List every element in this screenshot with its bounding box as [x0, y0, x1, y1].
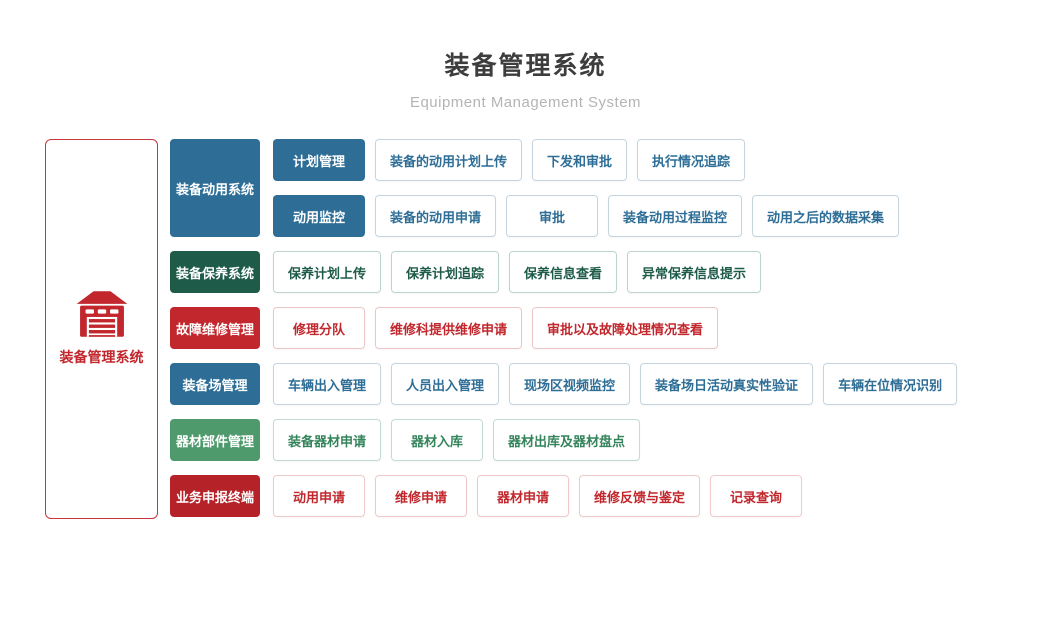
submodule-box: 动用监控 [273, 195, 365, 237]
page-header: 装备管理系统 Equipment Management System [0, 0, 1051, 111]
feature-box: 执行情况追踪 [637, 139, 746, 181]
feature-box: 审批 [506, 195, 599, 237]
feature-box: 器材出库及器材盘点 [493, 419, 641, 461]
garage-icon [76, 291, 127, 337]
module-content: 保养计划上传保养计划追踪保养信息查看异常保养信息提示 [273, 251, 762, 293]
module-content: 装备器材申请器材入库器材出库及器材盘点 [273, 419, 641, 461]
feature-row: 动用申请维修申请器材申请维修反馈与鉴定记录查询 [273, 475, 803, 517]
module-content: 动用申请维修申请器材申请维修反馈与鉴定记录查询 [273, 475, 803, 517]
module-box: 装备场管理 [170, 363, 260, 405]
feature-row: 车辆出入管理人员出入管理现场区视频监控装备场日活动真实性验证车辆在位情况识别 [273, 363, 958, 405]
module-box: 器材部件管理 [170, 419, 260, 461]
feature-box: 异常保养信息提示 [627, 251, 762, 293]
module-row: 装备保养系统保养计划上传保养计划追踪保养信息查看异常保养信息提示 [170, 251, 957, 293]
feature-box: 车辆在位情况识别 [823, 363, 958, 405]
feature-box: 保养计划追踪 [391, 251, 500, 293]
page-subtitle: Equipment Management System [409, 94, 642, 111]
feature-box: 动用申请 [273, 475, 365, 517]
feature-box: 审批以及故障处理情况查看 [532, 307, 719, 349]
modules-column: 装备动用系统计划管理装备的动用计划上传下发和审批执行情况追踪动用监控装备的动用申… [170, 139, 958, 517]
root-system-label: 装备管理系统 [59, 349, 144, 365]
module-row: 装备动用系统计划管理装备的动用计划上传下发和审批执行情况追踪动用监控装备的动用申… [170, 139, 957, 237]
feature-row: 保养计划上传保养计划追踪保养信息查看异常保养信息提示 [273, 251, 762, 293]
feature-box: 修理分队 [273, 307, 365, 349]
feature-box: 器材入库 [391, 419, 484, 461]
module-content: 修理分队维修科提供维修申请审批以及故障处理情况查看 [273, 307, 719, 349]
feature-box: 装备动用过程监控 [608, 195, 743, 237]
feature-box: 保养信息查看 [509, 251, 618, 293]
module-content: 计划管理装备的动用计划上传下发和审批执行情况追踪动用监控装备的动用申请审批装备动… [273, 139, 900, 237]
module-row: 器材部件管理装备器材申请器材入库器材出库及器材盘点 [170, 419, 957, 461]
feature-box: 器材申请 [477, 475, 569, 517]
feature-row: 计划管理装备的动用计划上传下发和审批执行情况追踪 [273, 139, 899, 181]
feature-box: 维修申请 [375, 475, 467, 517]
submodule-box: 计划管理 [273, 139, 365, 181]
module-row: 装备场管理车辆出入管理人员出入管理现场区视频监控装备场日活动真实性验证车辆在位情… [170, 363, 958, 405]
feature-box: 装备器材申请 [273, 419, 382, 461]
diagram-main: 装备管理系统 装备动用系统计划管理装备的动用计划上传下发和审批执行情况追踪动用监… [45, 139, 1051, 519]
feature-box: 记录查询 [710, 475, 803, 517]
feature-box: 保养计划上传 [273, 251, 382, 293]
module-row: 故障维修管理修理分队维修科提供维修申请审批以及故障处理情况查看 [170, 307, 957, 349]
module-row: 业务申报终端动用申请维修申请器材申请维修反馈与鉴定记录查询 [170, 475, 957, 517]
feature-box: 人员出入管理 [391, 363, 500, 405]
feature-box: 装备的动用申请 [375, 195, 497, 237]
module-box: 故障维修管理 [170, 307, 260, 349]
feature-box: 车辆出入管理 [273, 363, 382, 405]
feature-row: 装备器材申请器材入库器材出库及器材盘点 [273, 419, 641, 461]
root-system-panel: 装备管理系统 [45, 139, 158, 519]
module-content: 车辆出入管理人员出入管理现场区视频监控装备场日活动真实性验证车辆在位情况识别 [273, 363, 958, 405]
module-box: 装备动用系统 [170, 139, 260, 237]
feature-row: 动用监控装备的动用申请审批装备动用过程监控动用之后的数据采集 [273, 195, 900, 237]
feature-box: 装备场日活动真实性验证 [640, 363, 814, 405]
feature-box: 现场区视频监控 [509, 363, 631, 405]
feature-row: 修理分队维修科提供维修申请审批以及故障处理情况查看 [273, 307, 719, 349]
feature-box: 维修科提供维修申请 [375, 307, 523, 349]
feature-box: 装备的动用计划上传 [375, 139, 523, 181]
module-box: 装备保养系统 [170, 251, 260, 293]
feature-box: 动用之后的数据采集 [752, 195, 900, 237]
feature-box: 下发和审批 [532, 139, 628, 181]
module-box: 业务申报终端 [170, 475, 260, 517]
feature-box: 维修反馈与鉴定 [579, 475, 701, 517]
page-title: 装备管理系统 [444, 52, 607, 80]
